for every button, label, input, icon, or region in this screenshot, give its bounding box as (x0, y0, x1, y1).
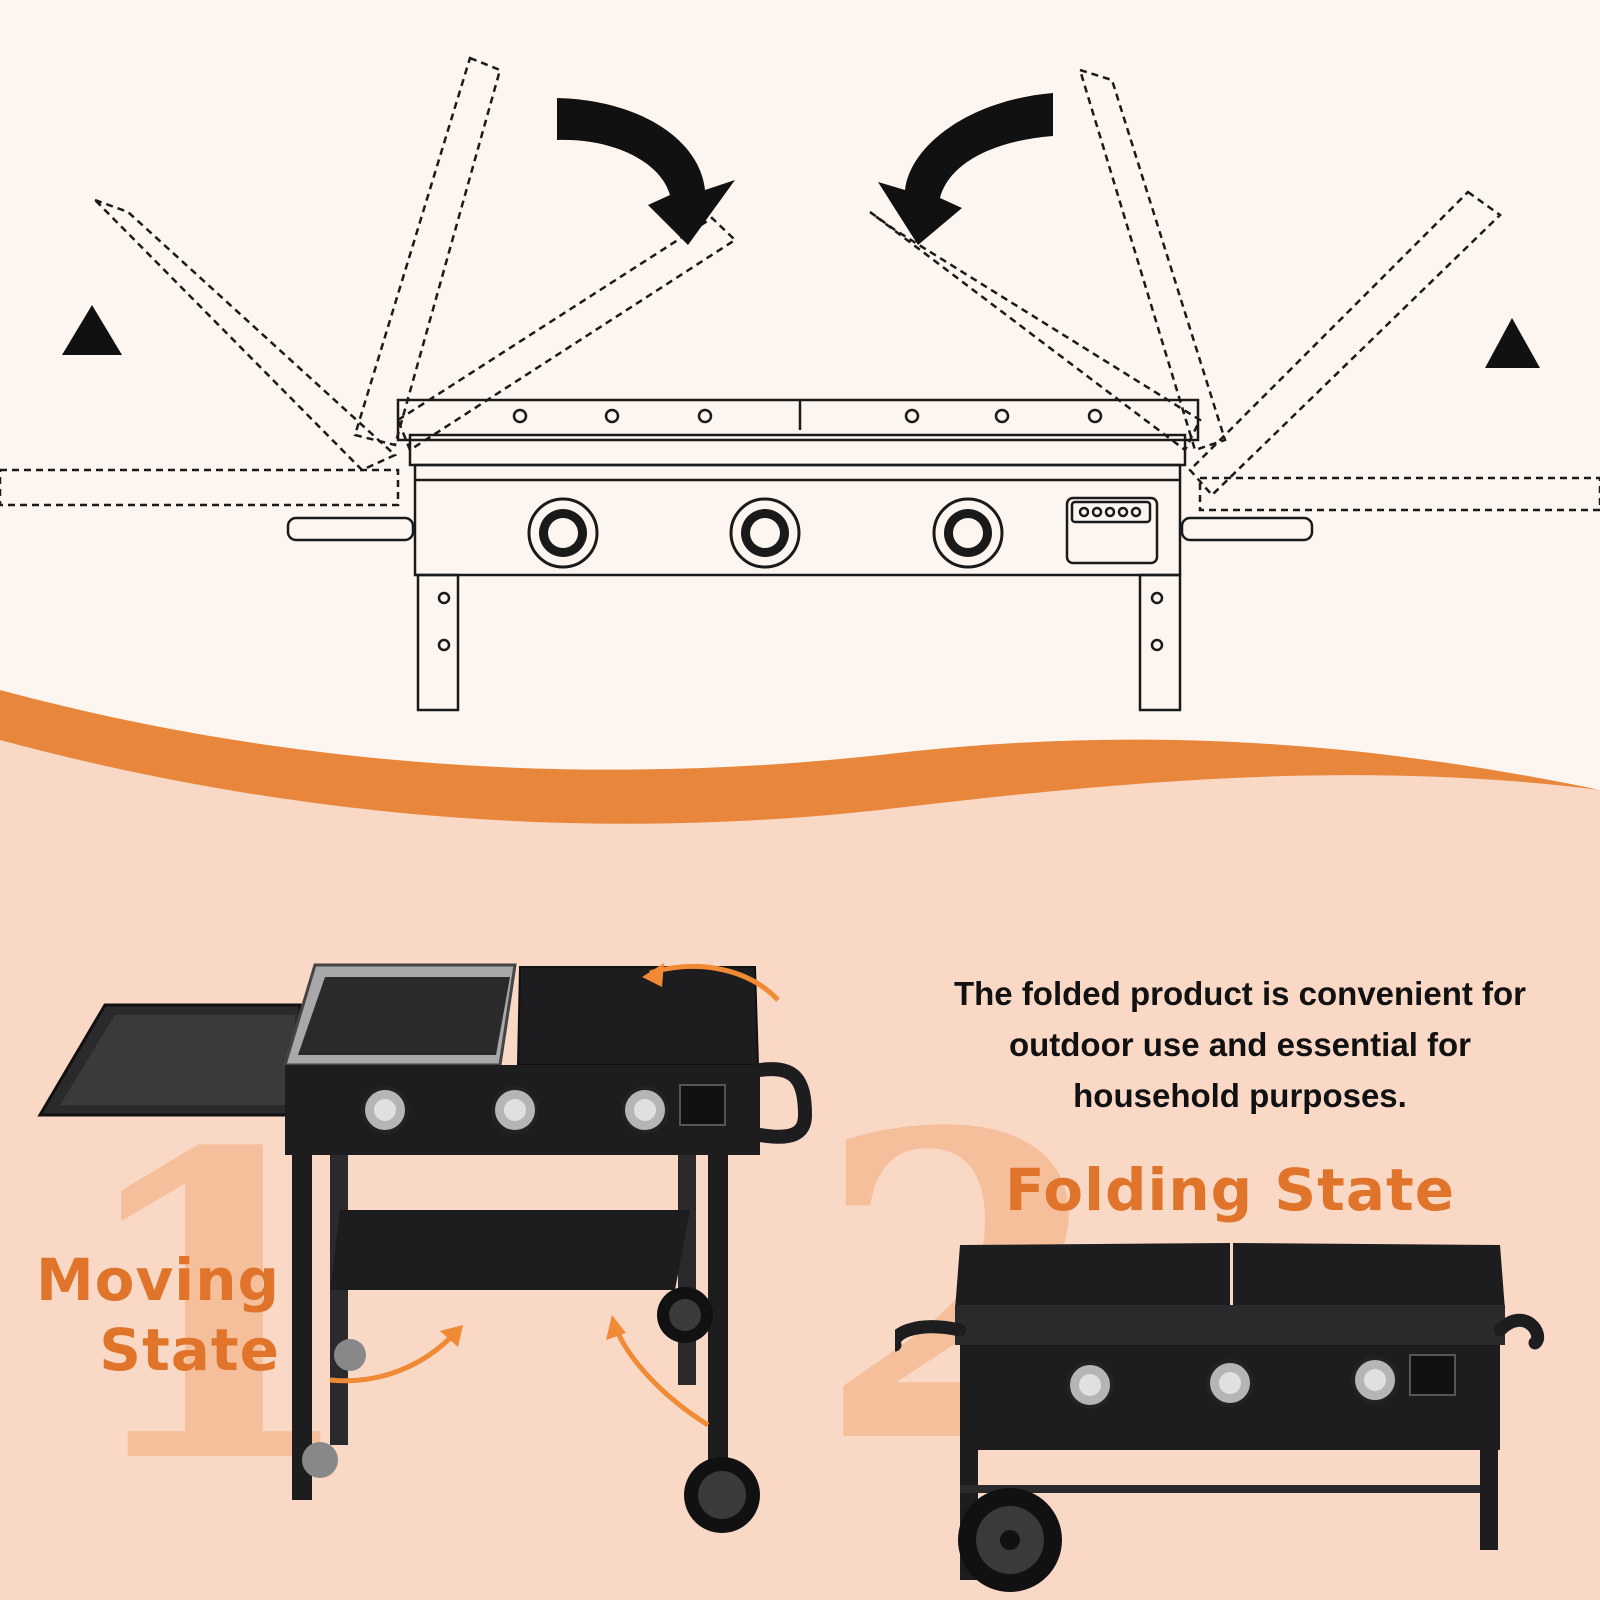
curved-arrow-counterclockwise-icon (878, 93, 1053, 245)
up-arrow-icon (1485, 318, 1540, 428)
description-line-3: household purposes. (1073, 1077, 1407, 1114)
fold-positions (0, 56, 1600, 512)
left-handle-outline (286, 516, 415, 542)
folding-state-grill (895, 1243, 1545, 1592)
diagram-knobs (527, 497, 1004, 569)
folding-diagram (0, 56, 1600, 712)
description-line-1: The folded product is convenient for (953, 975, 1527, 1012)
orange-arrow-icon (440, 1325, 463, 1347)
curved-arrow-clockwise-icon (557, 98, 735, 245)
description-text: The folded product is convenient for out… (880, 968, 1600, 1121)
right-handle-outline (1180, 516, 1314, 542)
description-line-2: outdoor use and essential for (1008, 1026, 1472, 1063)
folding-state-label: Folding State (1005, 1156, 1456, 1224)
orange-wave (0, 690, 1600, 824)
control-panel-outline (413, 463, 1182, 577)
moving-state-grill (37, 963, 813, 1533)
moving-state-line-1: Moving (35, 1246, 280, 1314)
ignition-box-outline (1065, 496, 1159, 565)
moving-state-label: Moving State (20, 1245, 280, 1385)
up-arrow-icon (62, 305, 122, 420)
right-leg-outline (1138, 573, 1182, 712)
moving-state-line-2: State (99, 1316, 280, 1384)
left-leg-outline (416, 573, 460, 712)
orange-arrow-icon (606, 1315, 626, 1340)
orange-arrow-icon (642, 963, 664, 987)
